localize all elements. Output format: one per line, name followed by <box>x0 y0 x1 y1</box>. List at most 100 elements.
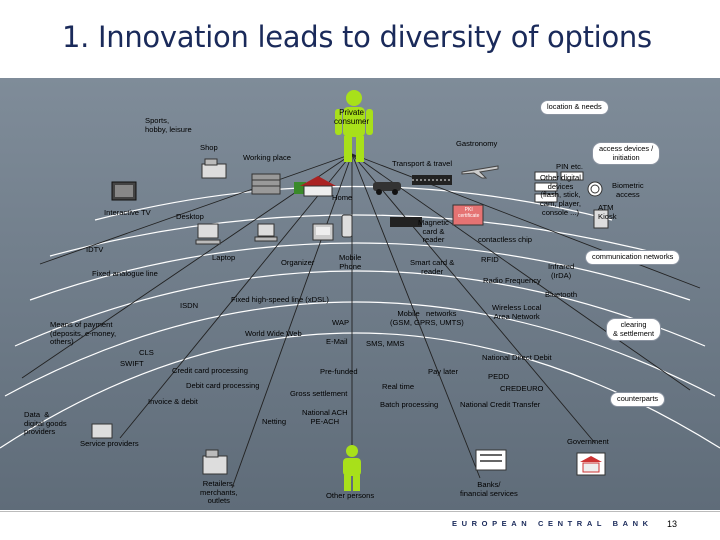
arc-6 <box>0 332 720 449</box>
arc-3 <box>29 242 691 301</box>
arc-1 <box>94 185 613 221</box>
sports-label: Sports, hobby, leisure <box>145 116 192 134</box>
credeuro-label: CREDEURO <box>500 384 544 393</box>
shop-label: Shop <box>200 143 218 152</box>
footer-divider <box>0 511 720 512</box>
ray-9 <box>351 153 701 289</box>
magnetic-card-reader-icon <box>390 217 422 227</box>
retailer-register-icon <box>202 449 228 475</box>
communication-networks-bubble: communication networks <box>585 250 681 265</box>
office-building-icon <box>251 173 281 195</box>
access-devices-bubble: access devices / initiation <box>592 142 661 166</box>
ray-7 <box>351 153 596 444</box>
service-providers-label: Service providers <box>80 439 139 448</box>
pedd-label: PEDD <box>488 372 510 381</box>
arc-layers <box>0 153 720 489</box>
real-time-label: Real time <box>382 382 415 391</box>
gastronomy-label: Gastronomy <box>456 139 498 148</box>
mobile-phone-icon <box>341 214 353 238</box>
organizer-icon <box>312 223 334 241</box>
means-of-payment-label: Means of payment (deposits, e-money, oth… <box>50 320 117 347</box>
desktop-label: Desktop <box>176 212 204 221</box>
private-consumer-icon <box>335 90 373 162</box>
working-place-label: Working place <box>243 153 291 162</box>
rfid-label: RFID <box>481 255 499 264</box>
diagram-stage: Private consumer location & needs access… <box>0 78 720 510</box>
ray-3 <box>119 153 353 439</box>
netting-label: Netting <box>262 417 287 426</box>
ray-1 <box>39 153 353 265</box>
debit-card-processing-label: Debit card processing <box>186 381 260 390</box>
service-provider-icon <box>91 423 113 439</box>
page-number: 13 <box>667 519 678 529</box>
location-needs-bubble: location & needs <box>540 100 609 115</box>
fingerprint-icon <box>587 181 603 197</box>
organizer-label: Organizer <box>281 258 315 267</box>
wireless-lan-label: Wireless Local Area Network <box>492 303 542 321</box>
national-credit-transfer-label: National Credit Transfer <box>460 400 541 409</box>
desktop-computer-icon <box>195 223 221 245</box>
arc-2 <box>49 214 669 257</box>
national-ach-label: National ACH PE-ACH <box>302 408 348 426</box>
cls-label: CLS <box>139 348 154 357</box>
government-building-icon <box>576 452 606 476</box>
airplane-icon <box>461 165 499 179</box>
smart-card-label: Smart card & reader <box>410 258 455 276</box>
laptop-icon <box>254 223 278 242</box>
fixed-highspeed-line-label: Fixed high-speed line (xDSL) <box>231 295 329 304</box>
clearing-settlement-bubble: clearing & settlement <box>606 318 662 342</box>
sms-mms-label: SMS, MMS <box>366 339 405 348</box>
pay-later-label: Pay later <box>428 367 458 376</box>
retailers-label: Retailers, merchants, outlets <box>200 479 238 506</box>
mobile-phone-label: Mobile Phone <box>339 253 362 271</box>
slide-title: 1. Innovation leads to diversity of opti… <box>62 20 652 54</box>
atm-kiosk-label: ATM Kiosk <box>598 203 617 221</box>
invoice-debit-label: Invoice & debit <box>148 397 198 406</box>
batch-processing-label: Batch processing <box>380 400 439 409</box>
television-icon <box>111 181 137 201</box>
data-goods-providers-label: Data & digital goods providers <box>24 410 67 437</box>
other-persons-label: Other persons <box>326 491 375 500</box>
arc-5 <box>4 301 716 397</box>
transport-label: Transport & travel <box>392 159 453 168</box>
home-label: Home <box>332 193 353 202</box>
world-wide-web-label: World Wide Web <box>245 329 302 338</box>
pki-certificate-label: PKI certificate <box>458 207 480 219</box>
counterparts-bubble: counterparts <box>610 392 666 407</box>
government-label: Government <box>567 437 609 446</box>
banks-label: Banks/ financial services <box>460 480 518 498</box>
biometric-label: Biometric access <box>612 181 644 199</box>
national-direct-debit-label: National Direct Debit <box>482 353 552 362</box>
pin-label: PIN etc. <box>556 162 584 171</box>
arc-4 <box>14 270 706 347</box>
gross-settlement-label: Gross settlement <box>290 389 348 398</box>
idtv-label: IDTV <box>86 245 104 254</box>
ray-6 <box>351 153 481 479</box>
ray-8 <box>351 153 691 391</box>
contactless-chip-label: contactless chip <box>478 235 533 244</box>
swift-label: SWIFT <box>120 359 144 368</box>
infrared-label: Infrared (IrDA) <box>548 262 575 280</box>
prefunded-label: Pre-funded <box>320 367 358 376</box>
fixed-analogue-line-label: Fixed analogue line <box>92 269 158 278</box>
ray-4 <box>231 153 353 489</box>
home-icon <box>294 176 336 197</box>
car-icon <box>373 182 401 195</box>
laptop-label: Laptop <box>212 253 236 262</box>
magnetic-card-label: Magnetic card & reader <box>418 218 449 245</box>
radio-frequency-label: Radio Frequency <box>483 276 541 285</box>
footer-ecb: EUROPEAN CENTRAL BANK <box>452 519 653 528</box>
isdn-label: ISDN <box>180 301 199 310</box>
pki-certificate-icon <box>452 204 484 226</box>
atm-kiosk-icon <box>593 209 609 229</box>
mobile-networks-label: Mobile networks (GSM, GPRS, UMTS) <box>390 309 464 327</box>
train-icon <box>412 175 452 185</box>
bank-icon <box>475 449 507 471</box>
credit-card-processing-label: Credit card processing <box>172 366 248 375</box>
pin-cards-icon <box>534 171 584 203</box>
bluetooth-label: Bluetooth <box>545 290 578 299</box>
interactive-tv-label: Interactive TV <box>104 208 151 217</box>
email-label: E-Mail <box>326 337 348 346</box>
cash-register-icon <box>201 158 227 179</box>
private-consumer-label: Private consumer <box>334 108 370 127</box>
